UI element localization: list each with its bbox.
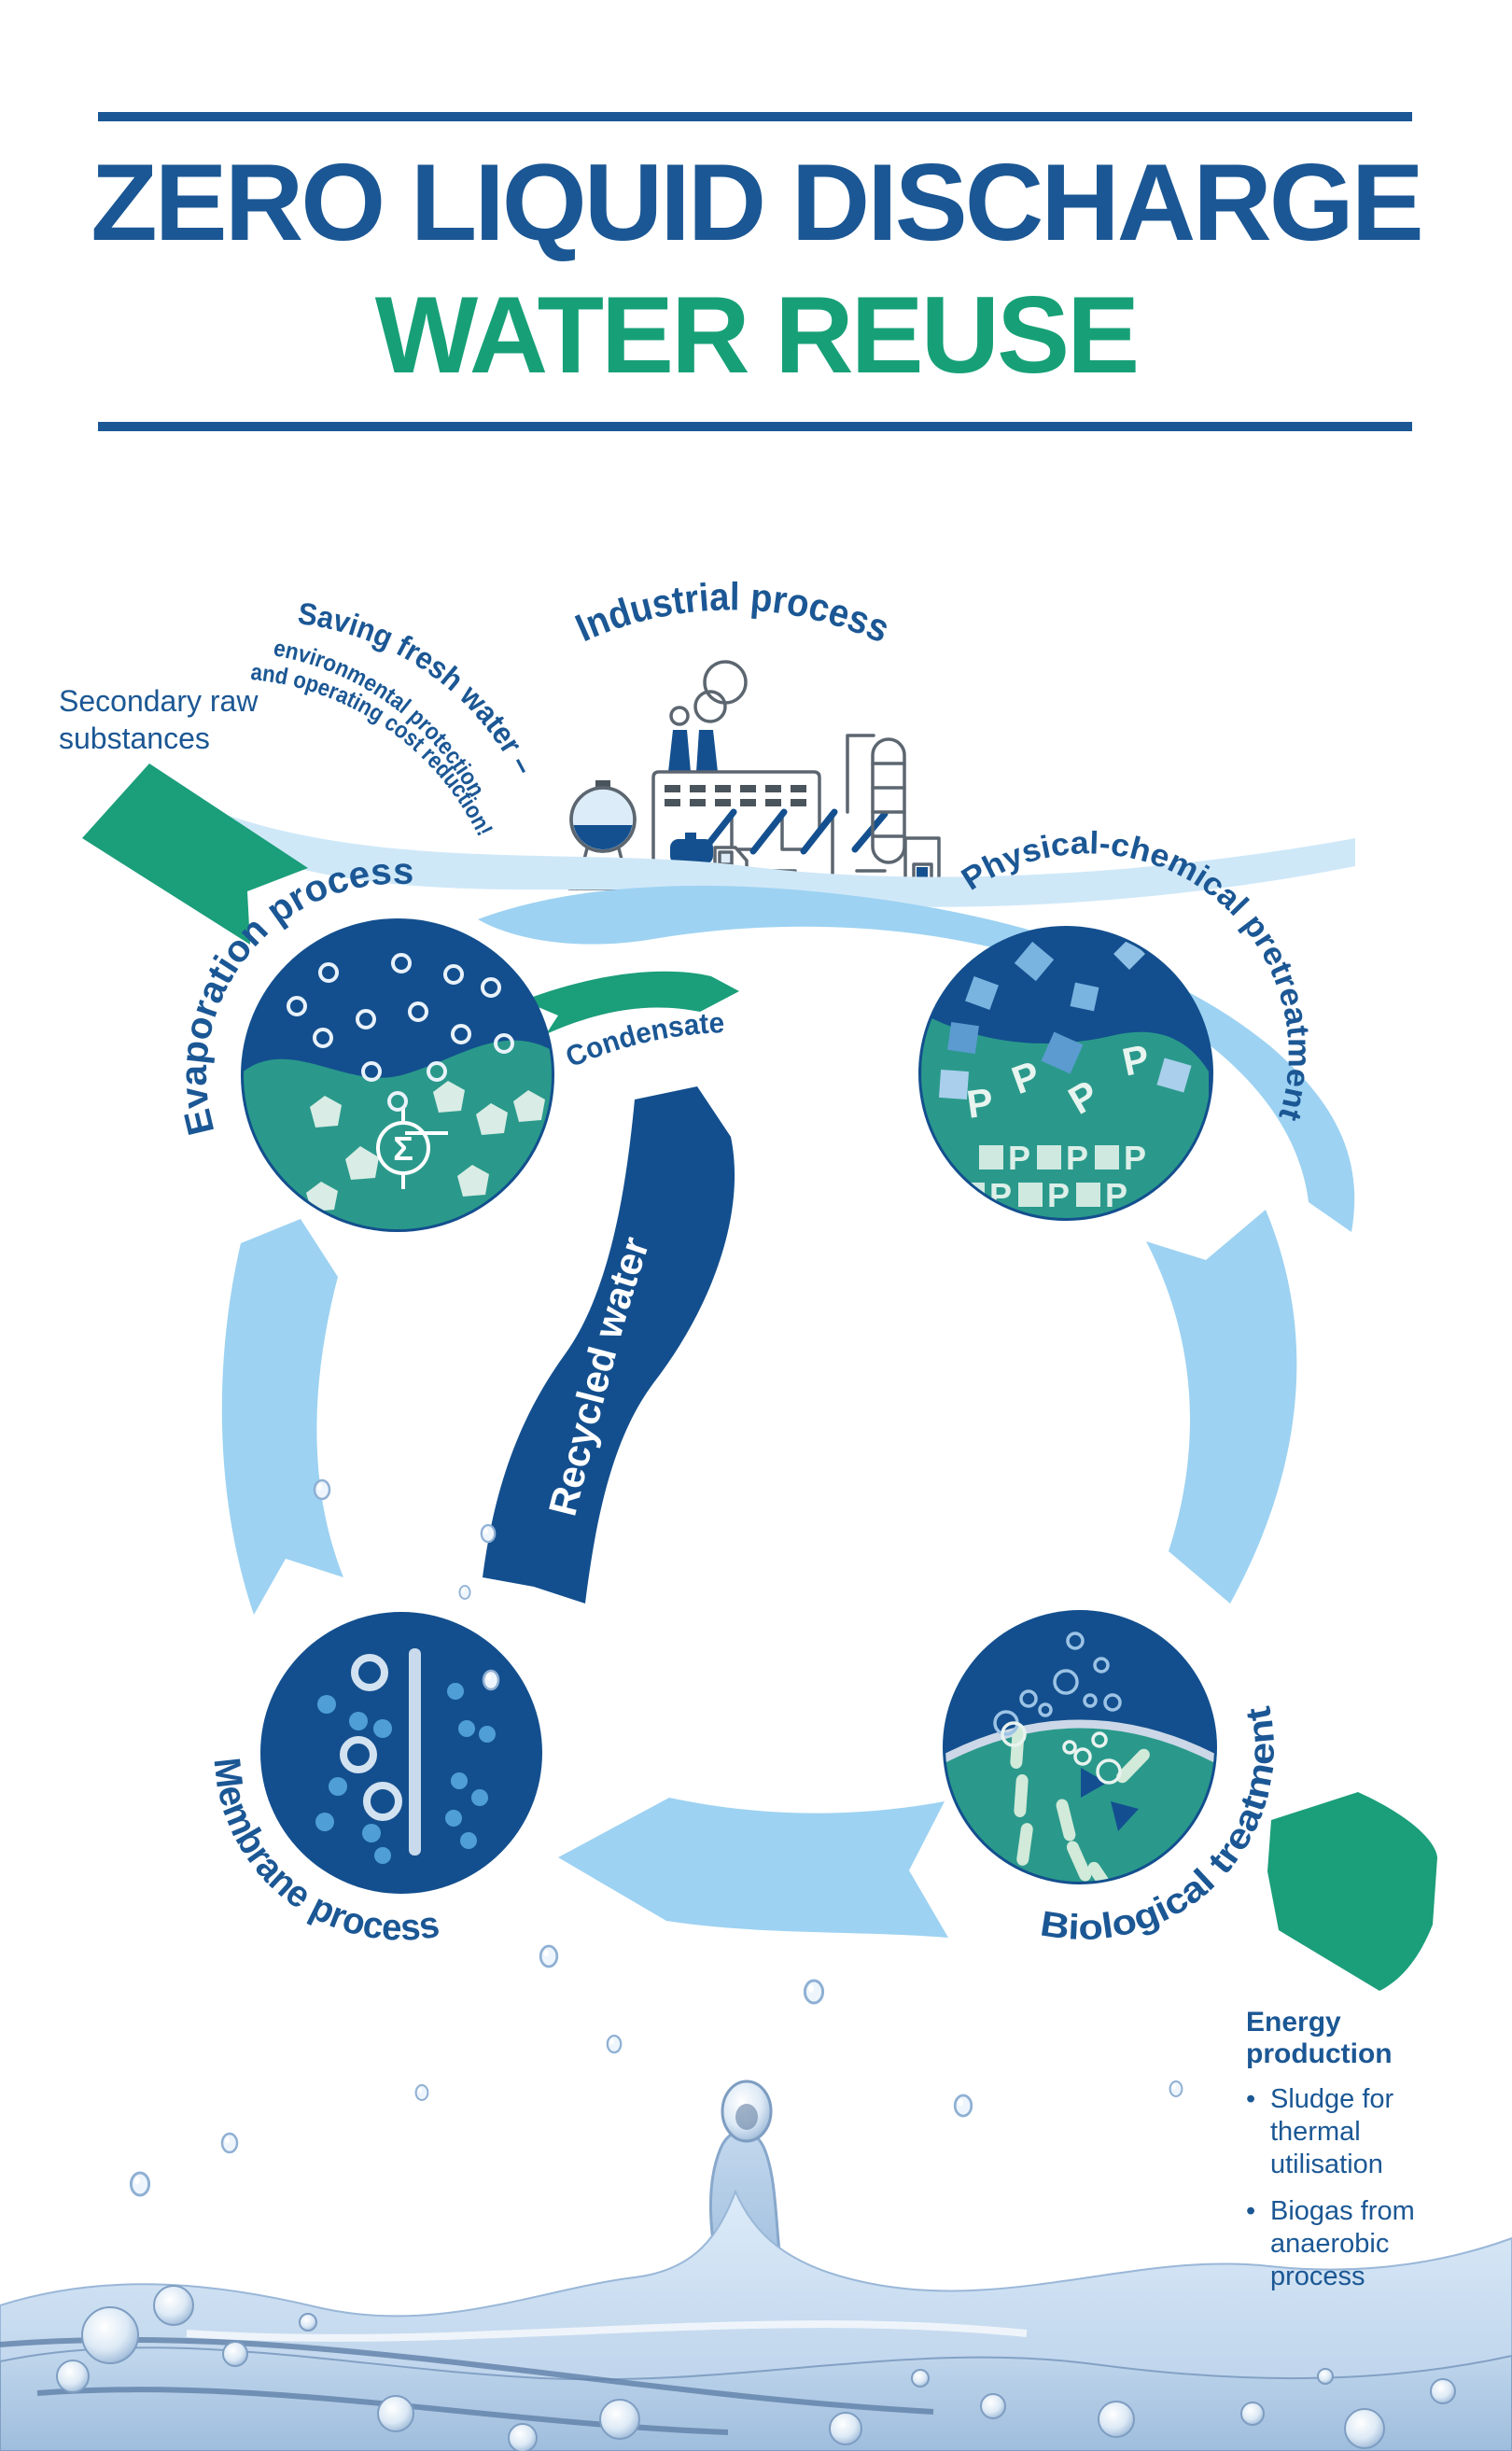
sigma-symbol: Σ — [393, 1129, 413, 1168]
svg-text:P: P — [964, 1079, 996, 1126]
factory-hall — [651, 770, 821, 890]
svg-text:P: P — [1047, 1176, 1070, 1214]
svg-text:substances: substances — [59, 721, 210, 755]
svg-text:P: P — [1066, 1139, 1088, 1177]
bacteria-rods — [1010, 1726, 1150, 1882]
column-rungs — [871, 762, 906, 838]
retained-particles — [340, 1654, 402, 1821]
water-splash-photo — [0, 2080, 1512, 2451]
saving-fresh-water-note: Saving fresh water – environmental prote… — [249, 595, 541, 840]
title-rule-top — [98, 112, 1412, 121]
flow-band-biological-to-membrane — [558, 1798, 948, 1938]
microorganism-triangles — [1081, 1768, 1139, 1831]
basin-bubbles — [1001, 1721, 1122, 1785]
chimney-icon — [696, 730, 718, 772]
pale-water-swoosh — [177, 795, 1355, 907]
membrane-bar — [409, 1648, 421, 1856]
annex-building — [903, 836, 941, 890]
svg-text:P: P — [1124, 1139, 1146, 1177]
energy-production-arrow — [1267, 1792, 1437, 1991]
secondary-raw-substances-label: Secondary raw substances — [59, 684, 259, 755]
salt-crystals — [306, 1081, 545, 1211]
feed-particles — [315, 1695, 392, 1864]
treatment-liquid — [921, 1014, 1209, 1218]
secondary-raw-substances-arrow — [82, 763, 308, 945]
distillation-column-icon — [871, 737, 906, 864]
title-rule-bottom — [98, 422, 1412, 431]
flow-band-pretreatment-to-biological — [1146, 1210, 1297, 1604]
page-subtitle: WATER REUSE — [374, 273, 1140, 396]
condensate-arrow — [523, 971, 739, 1034]
bio-basin-rim — [945, 1719, 1214, 1763]
energy-production-heading: Energy production — [1246, 2007, 1393, 2069]
biological-treatment-circle: Biological treatment — [943, 1610, 1282, 1948]
vapour-bubbles — [287, 953, 514, 1112]
tower-frame — [846, 734, 875, 814]
underwater-bubbles — [56, 2285, 1456, 2451]
permeate-particles — [445, 1683, 496, 1849]
heater-icon: Σ — [376, 1107, 448, 1189]
flow-band-membrane-to-evaporation — [221, 1219, 343, 1615]
industrial-process-label: Industrial process — [569, 574, 896, 651]
svg-text:Secondary raw: Secondary raw — [59, 684, 259, 718]
bullet-icon: • — [1246, 2196, 1256, 2227]
factory-windows — [665, 785, 806, 806]
aeration-bubbles — [993, 1632, 1122, 1736]
membrane-process-circle: Membrane process — [205, 1612, 542, 1949]
chimney-icon — [668, 730, 691, 772]
smoke-circle-icon — [669, 706, 690, 726]
bullet-icon: • — [1246, 2084, 1256, 2114]
smoke-circle-icon — [703, 660, 748, 705]
page-title: ZERO LIQUID DISCHARGE — [91, 141, 1424, 263]
svg-text:P: P — [1008, 1139, 1030, 1177]
smoke-circle-icon — [693, 690, 727, 723]
